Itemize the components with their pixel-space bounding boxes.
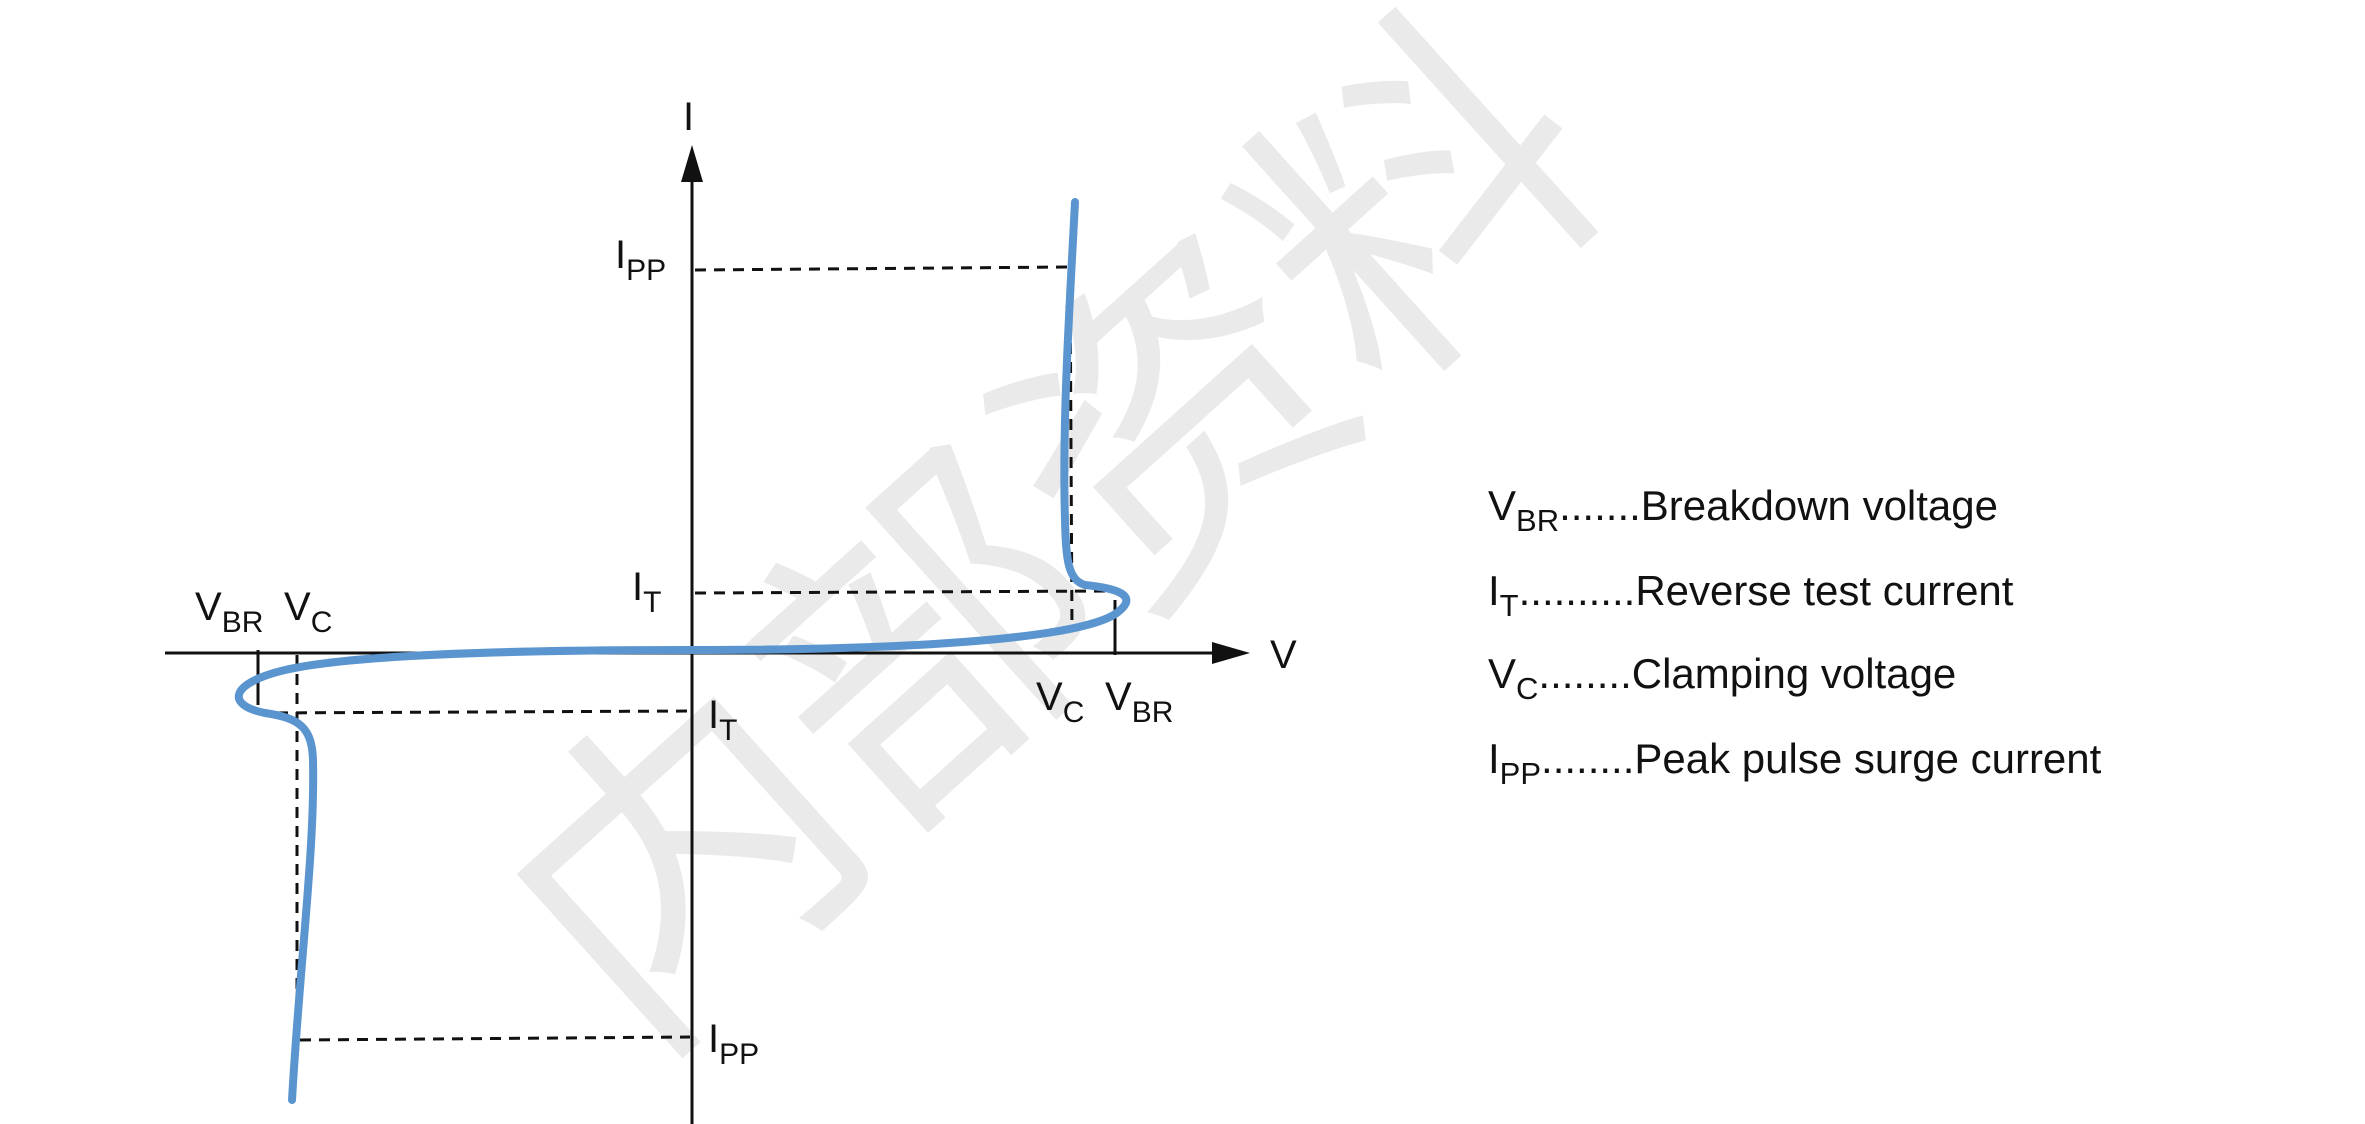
legend-item-vbr: VBR.......Breakdown voltage (1488, 482, 1998, 538)
y-axis-label: I (683, 95, 694, 139)
ipp-top-guide (694, 265, 1069, 272)
legend-item-vc: VC........Clamping voltage (1488, 650, 1956, 706)
x-axis-label: V (1270, 633, 1297, 677)
ipp-top-label: IPP (615, 233, 666, 287)
x-axis-arrow (1212, 642, 1250, 664)
watermark: 内部资料 (440, 0, 1668, 1112)
vc-left-label: VC (284, 585, 332, 639)
vbr-right-label: VBR (1105, 675, 1173, 729)
vc-right-label: VC (1036, 675, 1084, 729)
iv-curve (234, 198, 1131, 1104)
it-bottom-guide (257, 709, 691, 715)
vbr-left-label: VBR (195, 585, 263, 639)
y-axis-arrow (681, 145, 703, 182)
ipp-bottom-label: IPP (708, 1017, 759, 1071)
it-top-guide (694, 589, 1111, 595)
legend: VBR.......Breakdown voltage IT..........… (1488, 482, 2102, 791)
watermark-text: 内部资料 (440, 0, 1668, 1112)
legend-item-ipp: IPP........Peak pulse surge current (1488, 735, 2102, 791)
ipp-bottom-guide (299, 1035, 691, 1042)
legend-item-it: IT..........Reverse test current (1488, 567, 2014, 623)
it-bottom-label: IT (708, 693, 737, 747)
it-top-label: IT (632, 565, 661, 619)
